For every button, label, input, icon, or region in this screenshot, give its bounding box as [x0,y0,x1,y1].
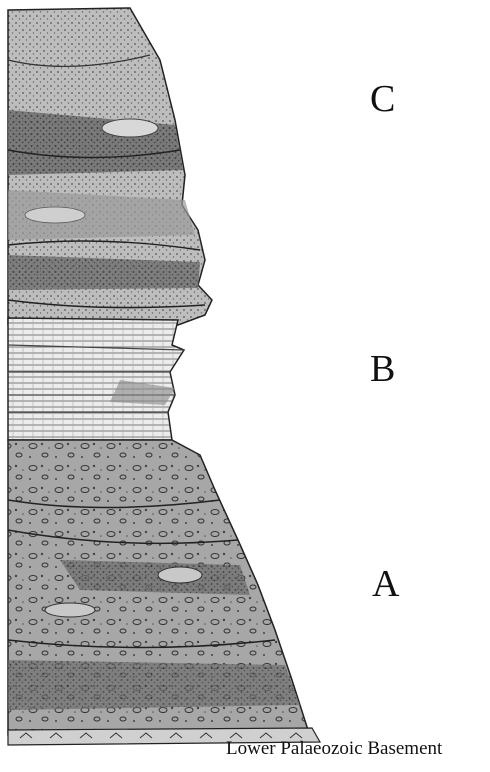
unit-a-strata [8,440,308,735]
unit-c-strata [8,8,212,325]
unit-a-label: A [372,565,399,603]
unit-c-label: C [370,80,395,118]
unit-b-strata [8,318,184,440]
basement-label: Lower Palaeozoic Basement [226,738,442,760]
unit-b-label: B [370,350,395,388]
